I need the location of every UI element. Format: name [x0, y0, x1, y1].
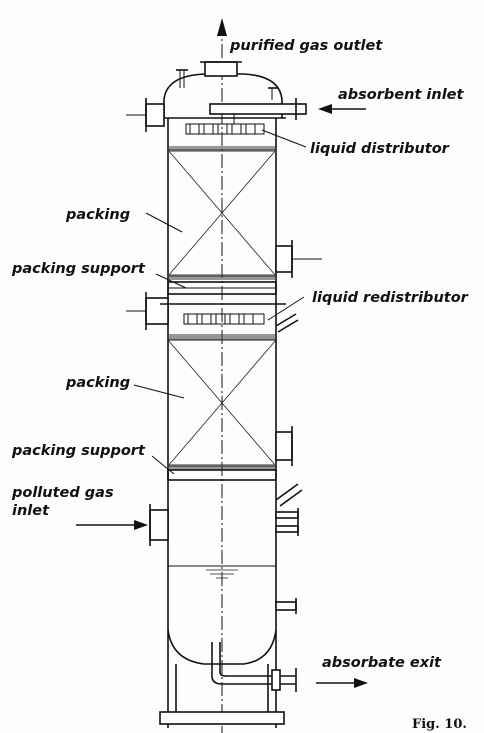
- left-middle-nozzle: [145, 297, 169, 325]
- liquid-level-marks: [206, 569, 238, 579]
- distributor-troughs: [189, 123, 256, 135]
- liquid-redistributor: [183, 313, 265, 325]
- packing-top-band-lower: [168, 334, 276, 340]
- redistributor-troughs: [187, 313, 254, 325]
- label-packing-upper: packing: [65, 207, 130, 223]
- label-liquid-distributor: liquid distributor: [310, 141, 450, 157]
- packing-bottom-band-upper: [168, 274, 276, 280]
- label-absorbent-inlet: absorbent inlet: [338, 87, 465, 103]
- label-absorbate-exit: absorbate exit: [322, 655, 442, 671]
- absorbate-exit-pipe: [211, 642, 296, 685]
- packing-support-lower: [167, 469, 277, 481]
- base-plate: [159, 711, 285, 725]
- redistributor-angled-pipe: [275, 313, 297, 327]
- label-packing-support-upper: packing support: [11, 261, 146, 277]
- label-liquid-redistributor: liquid redistributor: [312, 290, 469, 306]
- manway-lower: [275, 431, 293, 461]
- label-packing-support-lower: packing support: [11, 443, 146, 459]
- label-purified-gas-outlet: purified gas outlet: [229, 38, 383, 54]
- figure-label: Fig. 10.: [412, 717, 467, 732]
- bottom-head: [167, 629, 277, 665]
- exit-valve: [271, 669, 281, 691]
- level-gauge-nozzles: [275, 508, 299, 536]
- packing-bottom-band-lower: [168, 464, 276, 470]
- label-polluted-gas-line2: inlet: [12, 503, 50, 519]
- left-upper-nozzle: [145, 103, 165, 127]
- gas-inlet-nozzle: [149, 509, 169, 541]
- angled-nozzle-lower: [275, 483, 299, 501]
- liquid-distributor: [185, 123, 265, 135]
- leader-lines: [133, 129, 307, 475]
- packing-top-band-upper: [168, 146, 276, 152]
- top-outlet-nozzle: [204, 61, 238, 77]
- drain-side-nozzle: [275, 601, 297, 611]
- gas-outlet-arrow: [217, 18, 227, 36]
- absorbent-inlet-pipe: [209, 103, 307, 115]
- label-packing-lower: packing: [65, 375, 130, 391]
- label-polluted-gas-line1: polluted gas: [11, 485, 114, 501]
- manway-upper: [275, 245, 293, 273]
